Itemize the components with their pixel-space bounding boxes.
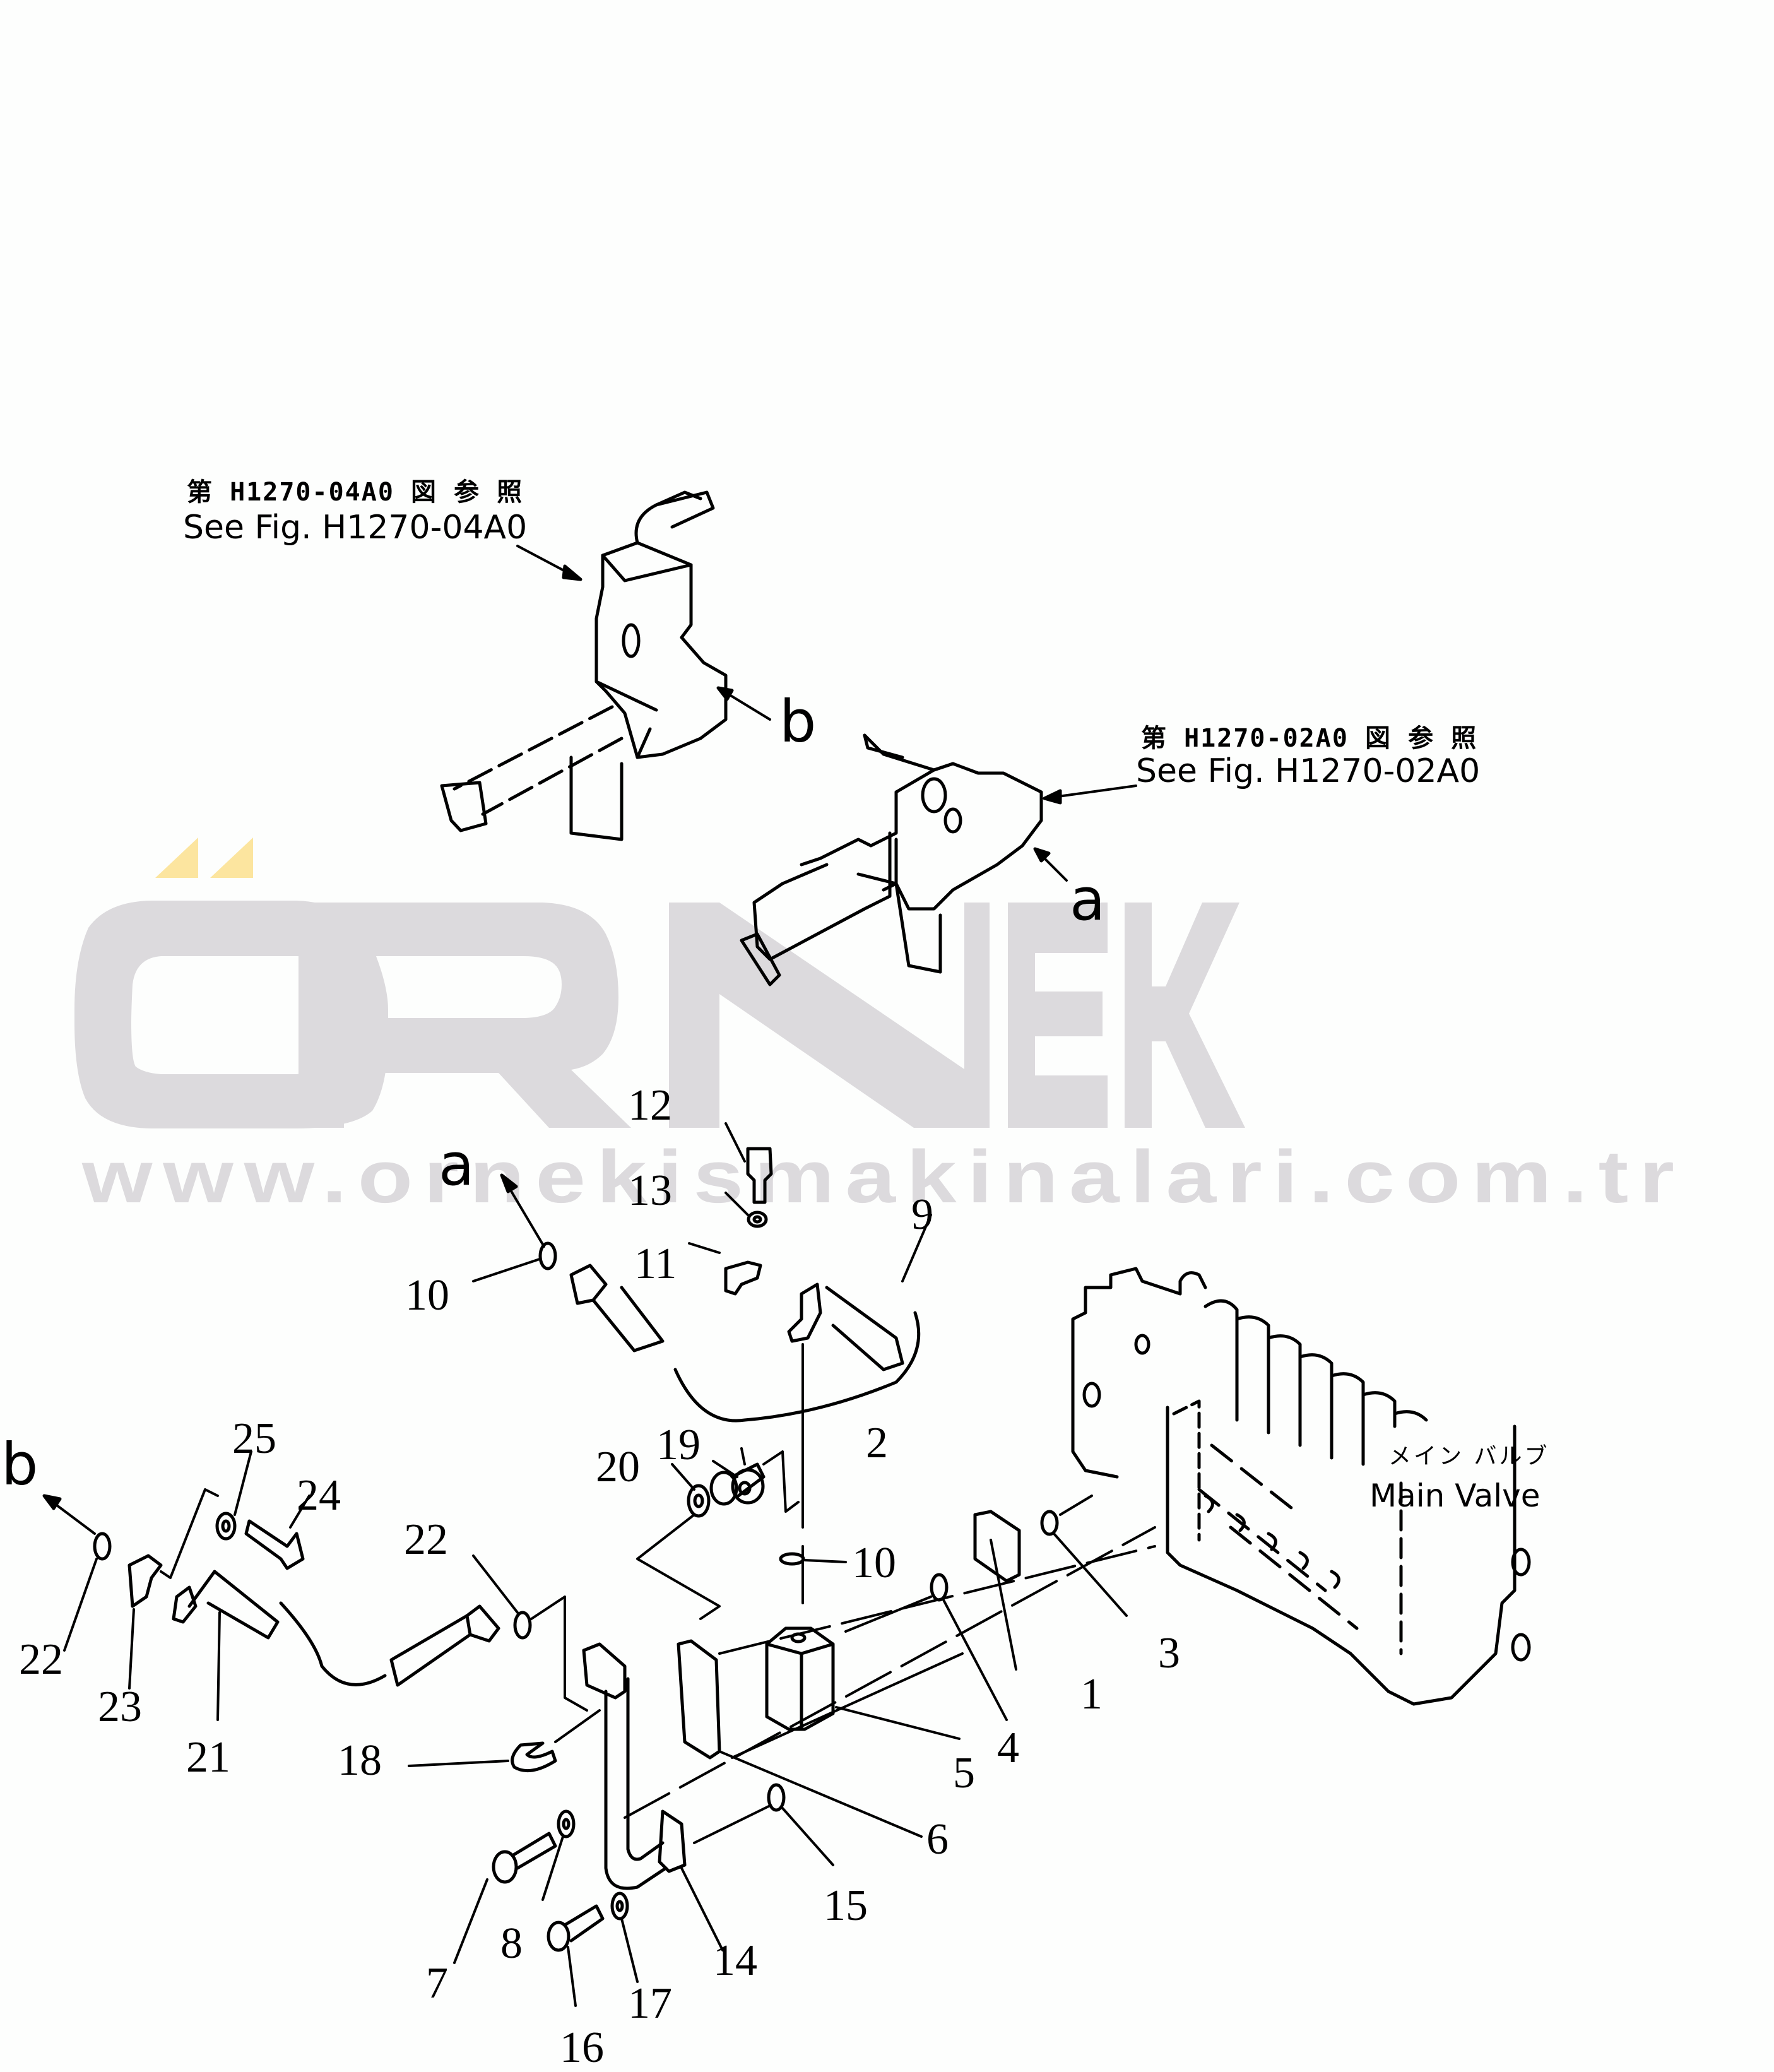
connection-letter-b-lower: b (1, 1431, 38, 1498)
valve-assembly-04a0 (440, 490, 771, 841)
valve-assembly-02a0 (740, 733, 1137, 986)
part-20-washer (636, 1463, 721, 1620)
part-16-bolt (547, 1904, 605, 2007)
part-callout-6: 6 (926, 1815, 949, 1864)
part-callout-5: 5 (953, 1749, 975, 1797)
part-callout-13: 13 (628, 1166, 672, 1215)
connection-letter-a-upper: a (1070, 866, 1106, 933)
part-9-hose (569, 1264, 921, 1604)
main-valve-body (1071, 1267, 1531, 1706)
part-callout-14: 14 (713, 1936, 757, 1985)
part-callout-7: 7 (426, 1959, 448, 2008)
part-13-washer (724, 1192, 768, 1228)
part-callout-15: 15 (824, 1881, 868, 1930)
part-11-clamp (688, 1242, 762, 1296)
part-callout-12: 12 (628, 1081, 672, 1130)
part-2-bolt (709, 1447, 800, 1513)
part-callout-22: 22 (19, 1635, 63, 1684)
part-callout-2: 2 (866, 1419, 888, 1467)
part-4-oring (844, 1573, 1008, 1721)
part-callout-16: 16 (560, 2023, 604, 2072)
part-callout-8: 8 (500, 1919, 523, 1968)
part-23-clamp (127, 1488, 219, 1690)
part-25-washer (215, 1450, 252, 1541)
phantom-lines (624, 1526, 1156, 1819)
part-callout-10: 10 (405, 1271, 449, 1320)
connection-letter-b-upper: b (779, 688, 817, 755)
connection-letter-a-lower: a (439, 1131, 475, 1199)
part-15-oring (693, 1783, 834, 1866)
main-valve-label-jp: メイン バルブ (1388, 1443, 1550, 1469)
part-22-oring-right (472, 1554, 588, 1712)
part-17-washer (610, 1891, 639, 1983)
part-10-oring-upper (472, 1173, 932, 1282)
part-callout-22: 22 (404, 1515, 448, 1564)
part-callout-9: 9 (911, 1190, 933, 1239)
part-callout-11: 11 (634, 1240, 677, 1288)
watermark-umlaut-icon (155, 838, 253, 878)
part-14-pipe (582, 1642, 724, 1951)
part-callout-17: 17 (628, 1979, 672, 2028)
reference-label-04a0-jp: 第 H1270-04A0 図 参 照 (187, 478, 524, 507)
part-24-bolt (244, 1495, 310, 1570)
part-callout-19: 19 (656, 1421, 701, 1469)
part-callout-25: 25 (232, 1414, 276, 1463)
part-5-block (765, 1552, 961, 1740)
part-callout-4: 4 (997, 1724, 1019, 1772)
part-6-plate (677, 1639, 964, 1838)
main-valve-label-en: Main Valve (1369, 1477, 1540, 1514)
part-18-clamp (408, 1709, 601, 1773)
part-callout-20: 20 (596, 1443, 640, 1491)
part-3-oring (1040, 1495, 1128, 1617)
part-21-hose (172, 1570, 500, 1721)
part-callout-3: 3 (1158, 1629, 1180, 1678)
reference-label-02a0-jp: 第 H1270-02A0 図 参 照 (1141, 724, 1478, 753)
part-callout-18: 18 (338, 1736, 382, 1785)
watermark-url: www.ornekismakinalari.com.tr (81, 1135, 1685, 1219)
watermark-brand (74, 901, 1245, 1128)
reference-label-04a0-en: See Fig. H1270-04A0 (183, 509, 528, 547)
part-callout-1: 1 (1080, 1670, 1103, 1719)
part-callout-24: 24 (297, 1471, 341, 1520)
part-22-oring-left (42, 1494, 112, 1652)
part-callout-10: 10 (852, 1539, 896, 1587)
part-8-washer (541, 1809, 576, 1901)
reference-label-02a0-en: See Fig. H1270-02A0 (1136, 752, 1481, 790)
part-7-bolt (453, 1832, 557, 1964)
part-12-bolt (724, 1122, 773, 1204)
part-1-plate (973, 1510, 1021, 1671)
part-callout-21: 21 (186, 1733, 230, 1782)
part-callout-23: 23 (98, 1683, 142, 1731)
